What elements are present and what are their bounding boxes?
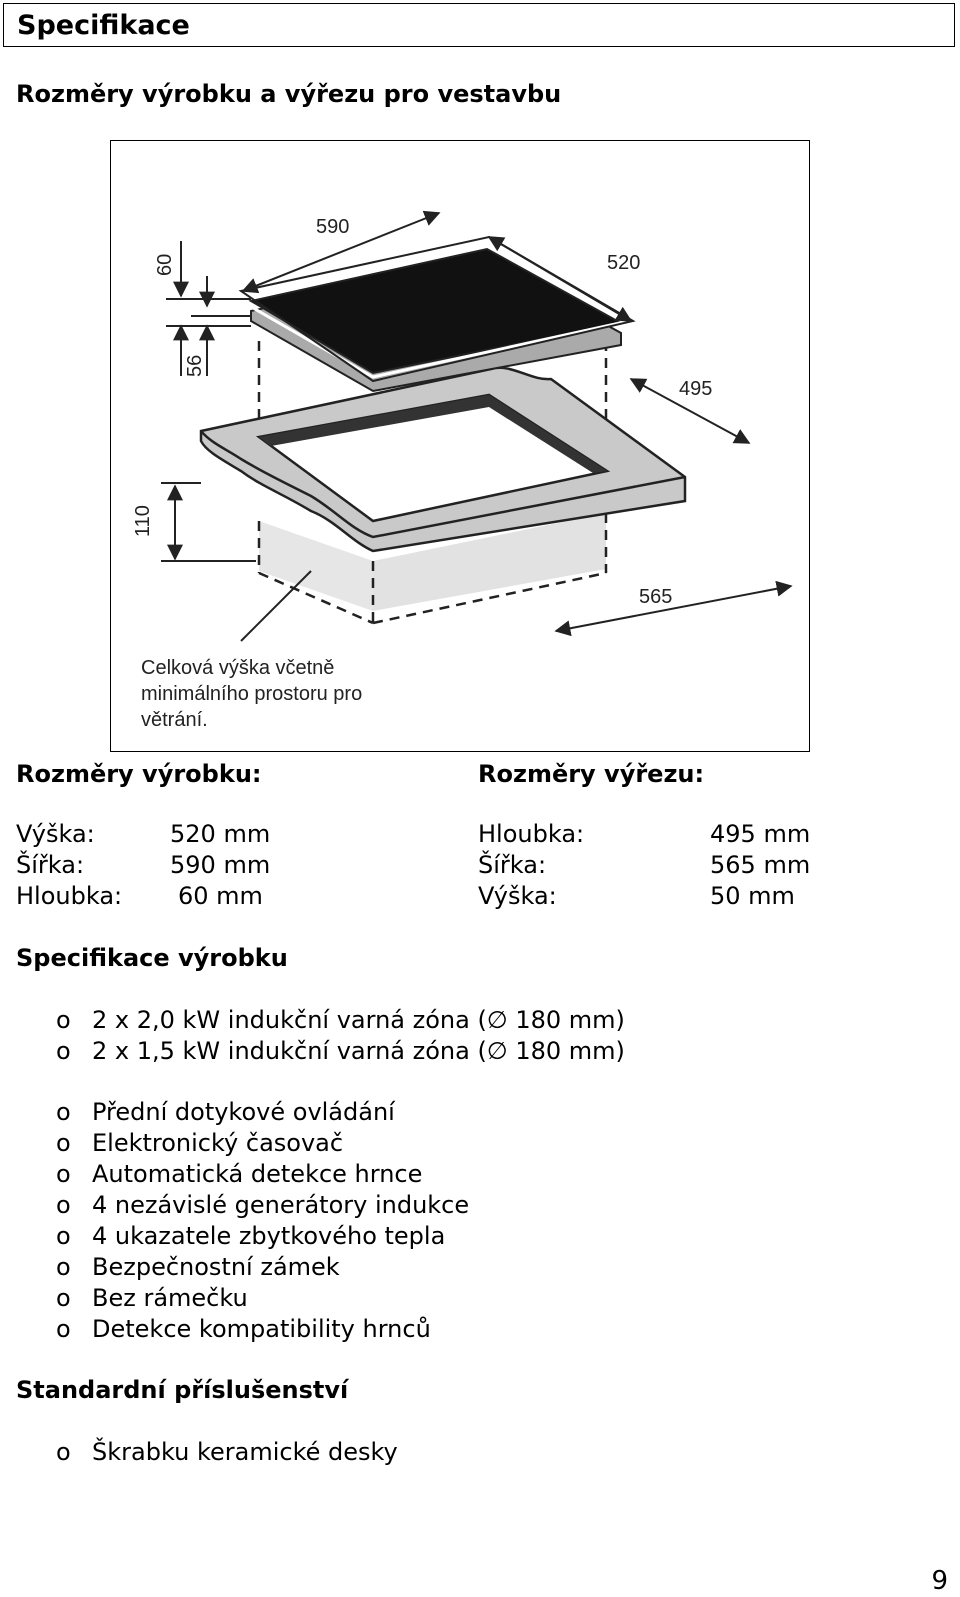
dim-cutout-width-565: 565 bbox=[639, 586, 672, 608]
product-label: Šířka: bbox=[16, 851, 85, 879]
bullet-marker: o bbox=[56, 1315, 71, 1343]
bullet-marker: o bbox=[56, 1191, 71, 1219]
spec-feature-item: Bezpečnostní zámek bbox=[92, 1253, 340, 1281]
dim-height-56: 56 bbox=[184, 355, 206, 377]
bullet-marker: o bbox=[56, 1098, 71, 1126]
dim-height-60: 60 bbox=[154, 254, 176, 276]
cutout-label: Hloubka: bbox=[478, 820, 585, 848]
section-title-box: Specifikace bbox=[3, 3, 955, 47]
spec-heading: Specifikace výrobku bbox=[16, 944, 288, 972]
section-title: Specifikace bbox=[17, 10, 190, 41]
spec-feature-item: Elektronický časovač bbox=[92, 1129, 344, 1157]
cutout-label: Šířka: bbox=[478, 851, 547, 879]
cutout-dims-heading: Rozměry výřezu: bbox=[478, 760, 705, 788]
cutout-label: Výška: bbox=[478, 882, 557, 910]
hob-top bbox=[238, 235, 636, 393]
dimensions-heading: Rozměry výrobku a výřezu pro vestavbu bbox=[16, 80, 562, 108]
spec-feature-item: Detekce kompatibility hrnců bbox=[92, 1315, 431, 1343]
product-label: Výška: bbox=[16, 820, 95, 848]
cutout-value: 495 mm bbox=[710, 820, 811, 848]
countertop bbox=[199, 366, 687, 553]
accessories-heading: Standardní příslušenství bbox=[16, 1376, 349, 1404]
bullet-marker: o bbox=[56, 1222, 71, 1250]
spec-feature-item: 4 ukazatele zbytkového tepla bbox=[92, 1222, 446, 1250]
product-value: 60 mm bbox=[178, 882, 263, 910]
dim-depth-520: 520 bbox=[607, 252, 640, 274]
installation-diagram: 590 520 495 565 60 56 110 Celková výška … bbox=[110, 140, 810, 752]
bullet-marker: o bbox=[56, 1160, 71, 1188]
bullet-marker: o bbox=[56, 1129, 71, 1157]
spec-zone-item: 2 x 2,0 kW indukční varná zóna (∅ 180 mm… bbox=[92, 1006, 625, 1034]
product-value: 520 mm bbox=[170, 820, 271, 848]
dim-height-110: 110 bbox=[132, 505, 154, 537]
bullet-marker: o bbox=[56, 1284, 71, 1312]
cutout-value: 50 mm bbox=[710, 882, 795, 910]
dim-cutout-depth-495: 495 bbox=[679, 378, 712, 400]
spec-feature-item: Přední dotykové ovládání bbox=[92, 1098, 395, 1126]
bullet-marker: o bbox=[56, 1438, 71, 1466]
spec-feature-item: Bez rámečku bbox=[92, 1284, 248, 1312]
note-line: Celková výška včetně bbox=[141, 657, 335, 679]
spec-feature-item: Automatická detekce hrnce bbox=[92, 1160, 423, 1188]
product-dims-heading: Rozměry výrobku: bbox=[16, 760, 262, 788]
page-number: 9 bbox=[931, 1566, 948, 1596]
bullet-marker: o bbox=[56, 1037, 71, 1065]
dim-width-590: 590 bbox=[316, 216, 349, 238]
product-label: Hloubka: bbox=[16, 882, 123, 910]
cutout-value: 565 mm bbox=[710, 851, 811, 879]
note-line: větrání. bbox=[141, 709, 208, 731]
bullet-marker: o bbox=[56, 1006, 71, 1034]
diagram-drawing: 590 520 495 565 60 56 110 bbox=[132, 210, 793, 642]
diagram-note: Celková výška včetně minimálního prostor… bbox=[141, 655, 362, 733]
product-value: 590 mm bbox=[170, 851, 271, 879]
spec-zone-item: 2 x 1,5 kW indukční varná zóna (∅ 180 mm… bbox=[92, 1037, 625, 1065]
bullet-marker: o bbox=[56, 1253, 71, 1281]
accessory-item: Škrabku keramické desky bbox=[92, 1438, 398, 1466]
note-line: minimálního prostoru pro bbox=[141, 683, 363, 705]
spec-feature-item: 4 nezávislé generátory indukce bbox=[92, 1191, 470, 1219]
